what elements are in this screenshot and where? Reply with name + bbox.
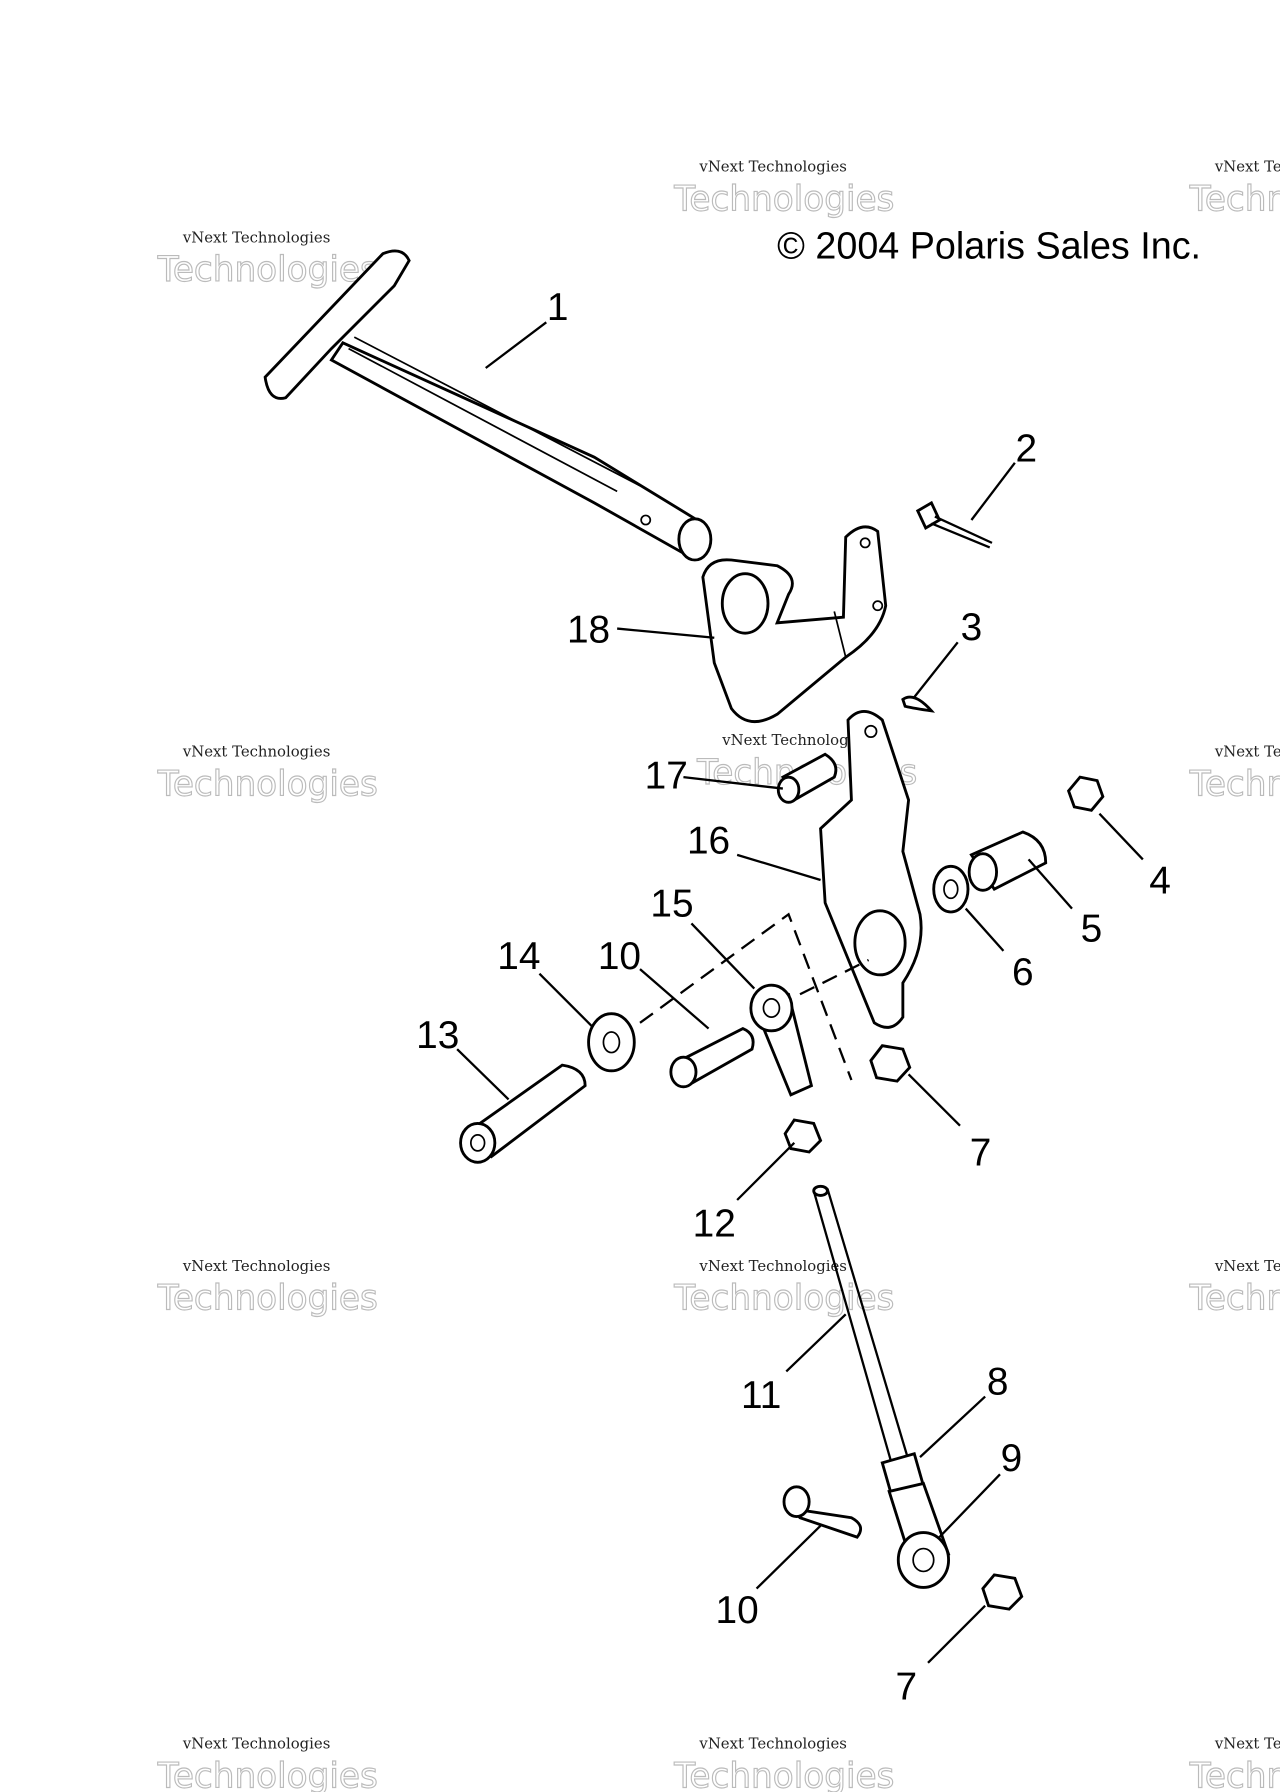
alignment-line [639, 912, 853, 1081]
part-spacer [776, 752, 838, 804]
callout-7b: 7 [895, 1665, 917, 1708]
svg-text:vNext Technologies: vNext Technologies [698, 1735, 846, 1753]
svg-text:Technologies: Technologies [157, 764, 378, 804]
svg-text:vNext Technologies: vNext Technologies [698, 1257, 846, 1275]
svg-text:vNext Technologies: vNext Technologies [1214, 743, 1280, 761]
part-pin [915, 500, 993, 549]
svg-text:Technologies: Technologies [673, 179, 894, 219]
svg-text:vNext Technologies: vNext Technologies [182, 743, 330, 761]
svg-text:vNext Technologies: vNext Technologies [1214, 157, 1280, 175]
callout-8: 8 [987, 1360, 1009, 1403]
callout-5: 5 [1081, 908, 1103, 951]
svg-text:Technologies: Technologies [1189, 764, 1280, 804]
svg-text:vNext Technologies: vNext Technologies [1214, 1257, 1280, 1275]
part-bracket [701, 525, 888, 723]
part-clip [901, 695, 936, 713]
callout-13: 13 [416, 1014, 459, 1057]
callout-3: 3 [961, 606, 983, 649]
callout-2: 2 [1015, 428, 1037, 471]
callout-12: 12 [693, 1203, 736, 1246]
part-nut-7b [981, 1573, 1024, 1611]
callout-16: 16 [687, 820, 730, 863]
callout-6: 6 [1012, 951, 1034, 994]
part-washer-14 [587, 1012, 636, 1073]
part-nut-4 [1066, 775, 1105, 812]
svg-text:vNext Technologies: vNext Technologies [182, 1735, 330, 1753]
callout-15: 15 [650, 883, 693, 926]
svg-text:vNext Technologies: vNext Technologies [182, 228, 330, 246]
part-shift-lever [263, 249, 713, 562]
callout-10a: 10 [598, 935, 641, 978]
copyright-notice: © 2004 Polaris Sales Inc. [777, 224, 1201, 266]
part-washer-6 [932, 864, 970, 914]
part-plate [819, 710, 923, 1029]
callout-14: 14 [497, 935, 540, 978]
callout-11: 11 [741, 1374, 781, 1417]
callout-10b: 10 [716, 1589, 759, 1632]
callout-7a: 7 [970, 1132, 992, 1175]
part-rod-end [749, 983, 814, 1097]
svg-text:Technologies: Technologies [157, 1279, 378, 1319]
part-link-rod [812, 1184, 910, 1464]
callouts: 1 2 3 4 5 6 7 8 9 10 10 7 11 12 13 14 15… [416, 286, 1171, 1708]
svg-text:vNext Technologies: vNext Technologies [721, 731, 869, 749]
svg-text:vNext Technologies: vNext Technologies [698, 157, 846, 175]
part-rod-end-lower [880, 1451, 951, 1589]
callout-4: 4 [1149, 860, 1171, 903]
part-bolt-10b [782, 1485, 863, 1539]
callout-17: 17 [645, 755, 688, 798]
svg-text:Technologies: Technologies [1189, 179, 1280, 219]
part-bushing-5 [967, 830, 1048, 892]
svg-text:vNext Technologies: vNext Technologies [182, 1257, 330, 1275]
callout-1: 1 [547, 286, 569, 329]
svg-text:Technologies: Technologies [673, 1279, 894, 1319]
svg-text:Technologies: Technologies [157, 1756, 378, 1792]
svg-text:Technologies: Technologies [1189, 1756, 1280, 1792]
leader-lines [456, 321, 1144, 1664]
part-nut-7a [869, 1044, 912, 1083]
svg-text:vNext Technologies: vNext Technologies [1214, 1735, 1280, 1753]
part-bolt-10a [669, 1026, 755, 1089]
callout-9: 9 [1001, 1437, 1023, 1480]
callout-18: 18 [567, 608, 610, 651]
svg-text:Technologies: Technologies [673, 1756, 894, 1792]
part-pivot-bolt-13 [459, 1063, 587, 1164]
svg-text:Technologies: Technologies [157, 250, 378, 290]
svg-text:Technologies: Technologies [1189, 1279, 1280, 1319]
